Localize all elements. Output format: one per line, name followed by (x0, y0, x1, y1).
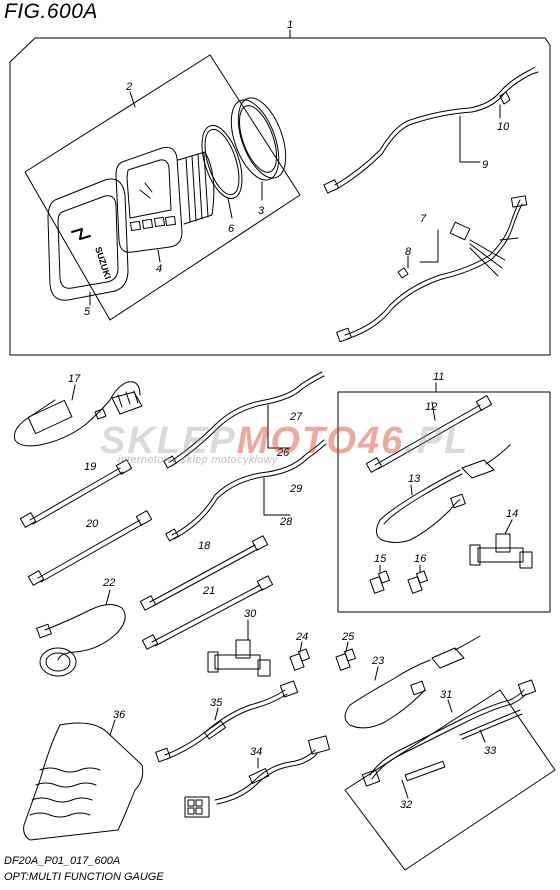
cable-item-26 (163, 371, 325, 469)
figure-title: FIG.600A (4, 0, 98, 23)
watermark-tagline: internetowy sklep motocyklowy (118, 454, 278, 466)
callout-34: 34 (250, 746, 262, 758)
callout-36: 36 (113, 709, 126, 721)
harness-item-35 (155, 680, 299, 763)
cable-item-19 (19, 459, 133, 528)
kit-outline-item-11 (337, 382, 551, 613)
callout-28: 28 (279, 516, 293, 528)
callout-29: 29 (289, 483, 302, 495)
callout-20: 20 (85, 518, 99, 530)
callout-35: 35 (210, 697, 223, 709)
tee-connector-item-30 (207, 619, 271, 677)
callout-15: 15 (374, 553, 387, 565)
cable-item-18 (139, 535, 269, 611)
gauge-group-outline (24, 54, 301, 321)
callout-33: 33 (484, 745, 497, 757)
callout-9: 9 (482, 159, 488, 171)
watermark-brand-accent: MOTO46 (236, 420, 405, 462)
gauge-cover: SUZUKI (47, 178, 129, 306)
callout-24: 24 (295, 631, 308, 643)
watermark-brand-prefix: SKLEP (100, 420, 237, 462)
callout-labels: 1 2 3 4 5 6 7 8 9 10 11 12 13 14 15 16 1… (68, 19, 518, 811)
retaining-nut (230, 97, 287, 201)
kit-outline-item-1 (9, 29, 551, 356)
terminator-item-25 (335, 641, 356, 671)
gauge-logo: SUZUKI (93, 246, 113, 281)
cable-item-21 (141, 575, 274, 650)
gauge-body (115, 147, 215, 263)
callout-4: 4 (156, 263, 162, 275)
kit-outline-item-31 (344, 679, 556, 871)
callout-16: 16 (414, 553, 427, 565)
callout-7: 7 (420, 213, 427, 225)
figure-description: OPT:MULTI FUNCTION GAUGE (4, 871, 164, 883)
callout-13: 13 (408, 473, 421, 485)
callout-23: 23 (371, 655, 385, 667)
watermark-brand-suffix: .PL (404, 420, 470, 462)
callout-17: 17 (68, 373, 81, 385)
callout-32: 32 (400, 799, 412, 811)
callout-26: 26 (276, 447, 290, 459)
harness-item-7 (336, 195, 528, 343)
callout-1: 1 (287, 19, 293, 31)
callout-12: 12 (425, 401, 437, 413)
sensor-item-22 (36, 589, 126, 677)
cable-item-20 (27, 510, 153, 586)
callout-18: 18 (198, 540, 211, 552)
callout-6: 6 (228, 223, 235, 235)
callout-19: 19 (84, 461, 96, 473)
cable-item-23 (344, 635, 481, 729)
callout-14: 14 (506, 508, 518, 520)
callout-22: 22 (102, 577, 115, 589)
o-ring (201, 124, 243, 219)
callout-3: 3 (258, 205, 265, 217)
callout-5: 5 (84, 306, 91, 318)
callout-30: 30 (244, 608, 257, 620)
callout-8: 8 (405, 246, 412, 258)
terminator-item-24 (289, 641, 310, 671)
callout-25: 25 (341, 631, 355, 643)
cable-item-28 (165, 439, 327, 542)
callout-2: 2 (125, 81, 132, 93)
harness-item-9 (323, 66, 539, 194)
cable-item-17 (14, 381, 143, 447)
watermark-brand: SKLEPMOTO46.PL (100, 420, 469, 463)
callout-21: 21 (202, 585, 215, 597)
callout-10: 10 (497, 121, 510, 133)
callout-11: 11 (433, 371, 444, 383)
callout-31: 31 (440, 689, 452, 701)
harness-item-34 (184, 735, 331, 818)
callout-27: 27 (289, 411, 303, 423)
bag-item-36 (23, 719, 144, 841)
figure-code: DF20A_P01_017_600A (4, 855, 121, 867)
